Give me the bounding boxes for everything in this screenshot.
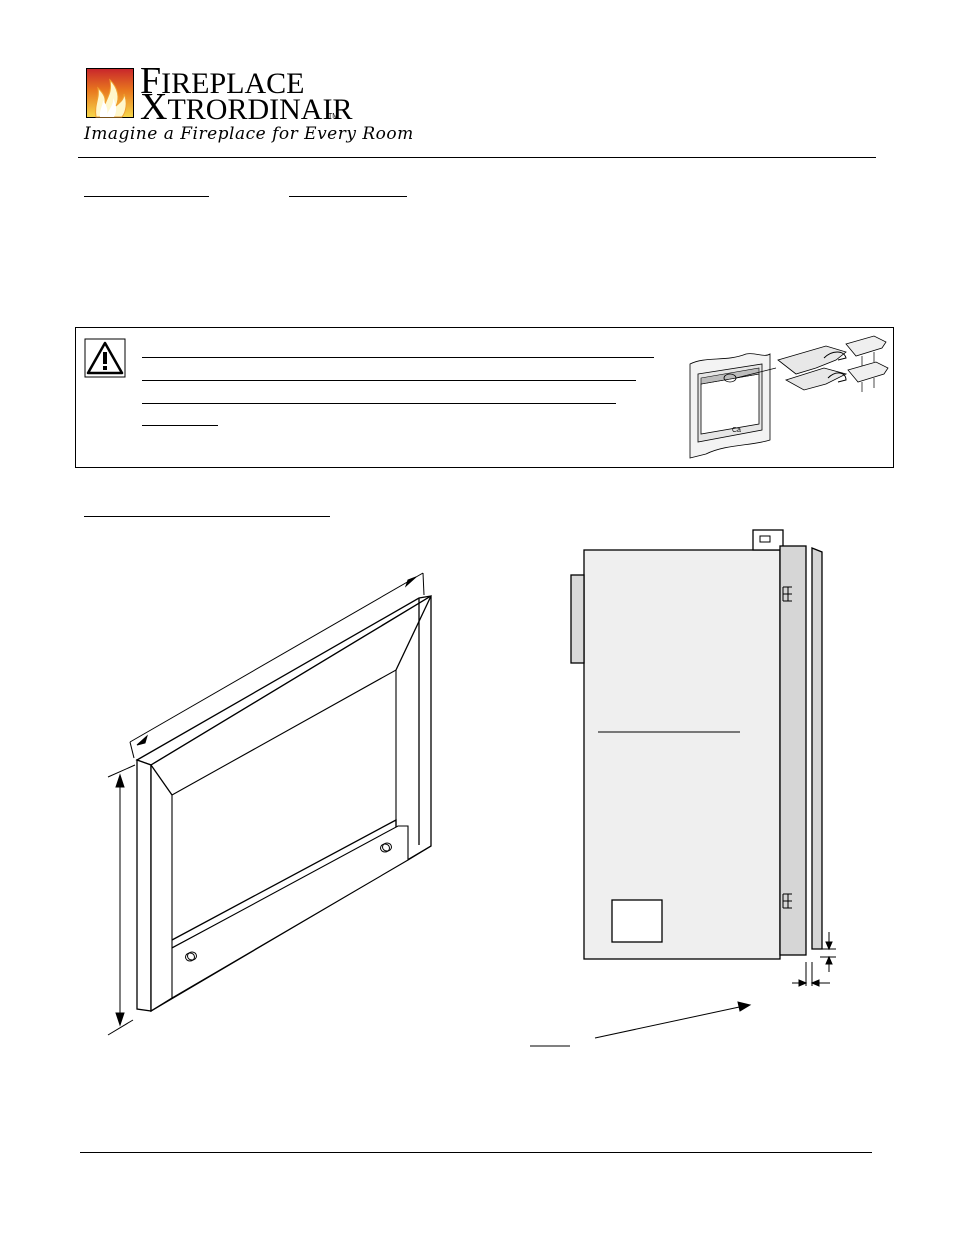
warning-line-2 xyxy=(142,380,636,381)
svg-text:Ca: Ca xyxy=(732,427,741,434)
warning-line-3 xyxy=(142,403,616,404)
brand-initial-f: F xyxy=(140,60,162,102)
flame-logo-icon xyxy=(86,68,134,118)
footer-rule xyxy=(80,1152,872,1153)
brand-name-line2: XTRORDINAIR xyxy=(140,88,353,126)
header-rule xyxy=(78,157,876,158)
warning-triangle-icon xyxy=(84,338,126,378)
heading-underline-left xyxy=(84,196,209,197)
brand-text-line1: IREPLACE xyxy=(161,67,305,100)
tagline: Imagine a Fireplace for Every Room xyxy=(84,124,414,144)
section-underline xyxy=(84,516,330,517)
warning-line-4 xyxy=(142,425,218,426)
fireplace-door-latch-icon: Ca xyxy=(686,334,891,462)
warning-box xyxy=(75,327,894,468)
side-dimension-lines xyxy=(530,932,836,1047)
brand-initial-x: X xyxy=(140,86,168,128)
trademark: TM xyxy=(328,113,339,120)
side-view xyxy=(570,529,823,960)
brand-text-line2: TRORDINAIR xyxy=(167,93,353,126)
warning-line-1 xyxy=(142,357,654,358)
front-perspective-view xyxy=(135,594,432,1013)
front-dimension-lines xyxy=(107,572,425,1036)
brand-name-line1: FIREPLACE xyxy=(140,62,305,100)
heading-underline-right xyxy=(289,196,407,197)
